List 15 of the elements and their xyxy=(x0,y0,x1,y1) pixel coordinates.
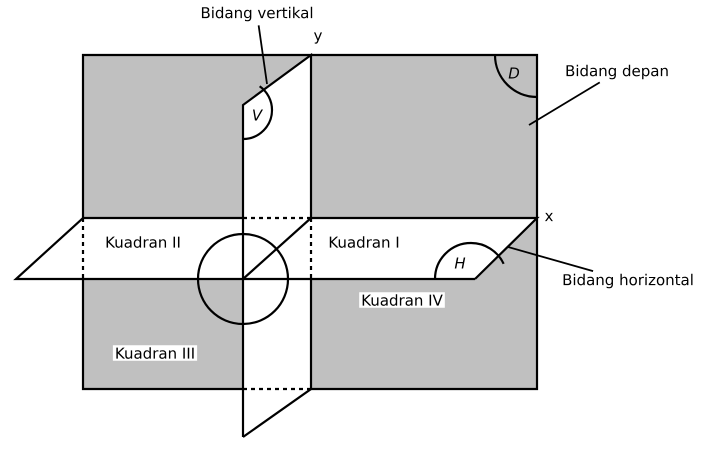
axis-label: x xyxy=(545,212,553,222)
axis-label: y xyxy=(314,32,322,44)
leader-line xyxy=(258,25,268,84)
plane-letter: H xyxy=(454,258,466,268)
quadrant-label: Kuadran II xyxy=(106,236,180,248)
quadrant-label: Kuadran III xyxy=(112,345,198,361)
plane-label: Bidang vertikal xyxy=(202,6,312,22)
plane-label: Bidang horizontal xyxy=(564,274,692,288)
leader-line xyxy=(528,82,600,126)
plane-label: Bidang depan xyxy=(566,64,668,80)
quadrant-label: Kuadran IV xyxy=(359,292,445,308)
plane-letter: V xyxy=(253,110,263,120)
quadrant-label: Kuadran I xyxy=(330,236,398,248)
plane-letter: D xyxy=(508,68,520,78)
leader-line xyxy=(508,246,594,272)
